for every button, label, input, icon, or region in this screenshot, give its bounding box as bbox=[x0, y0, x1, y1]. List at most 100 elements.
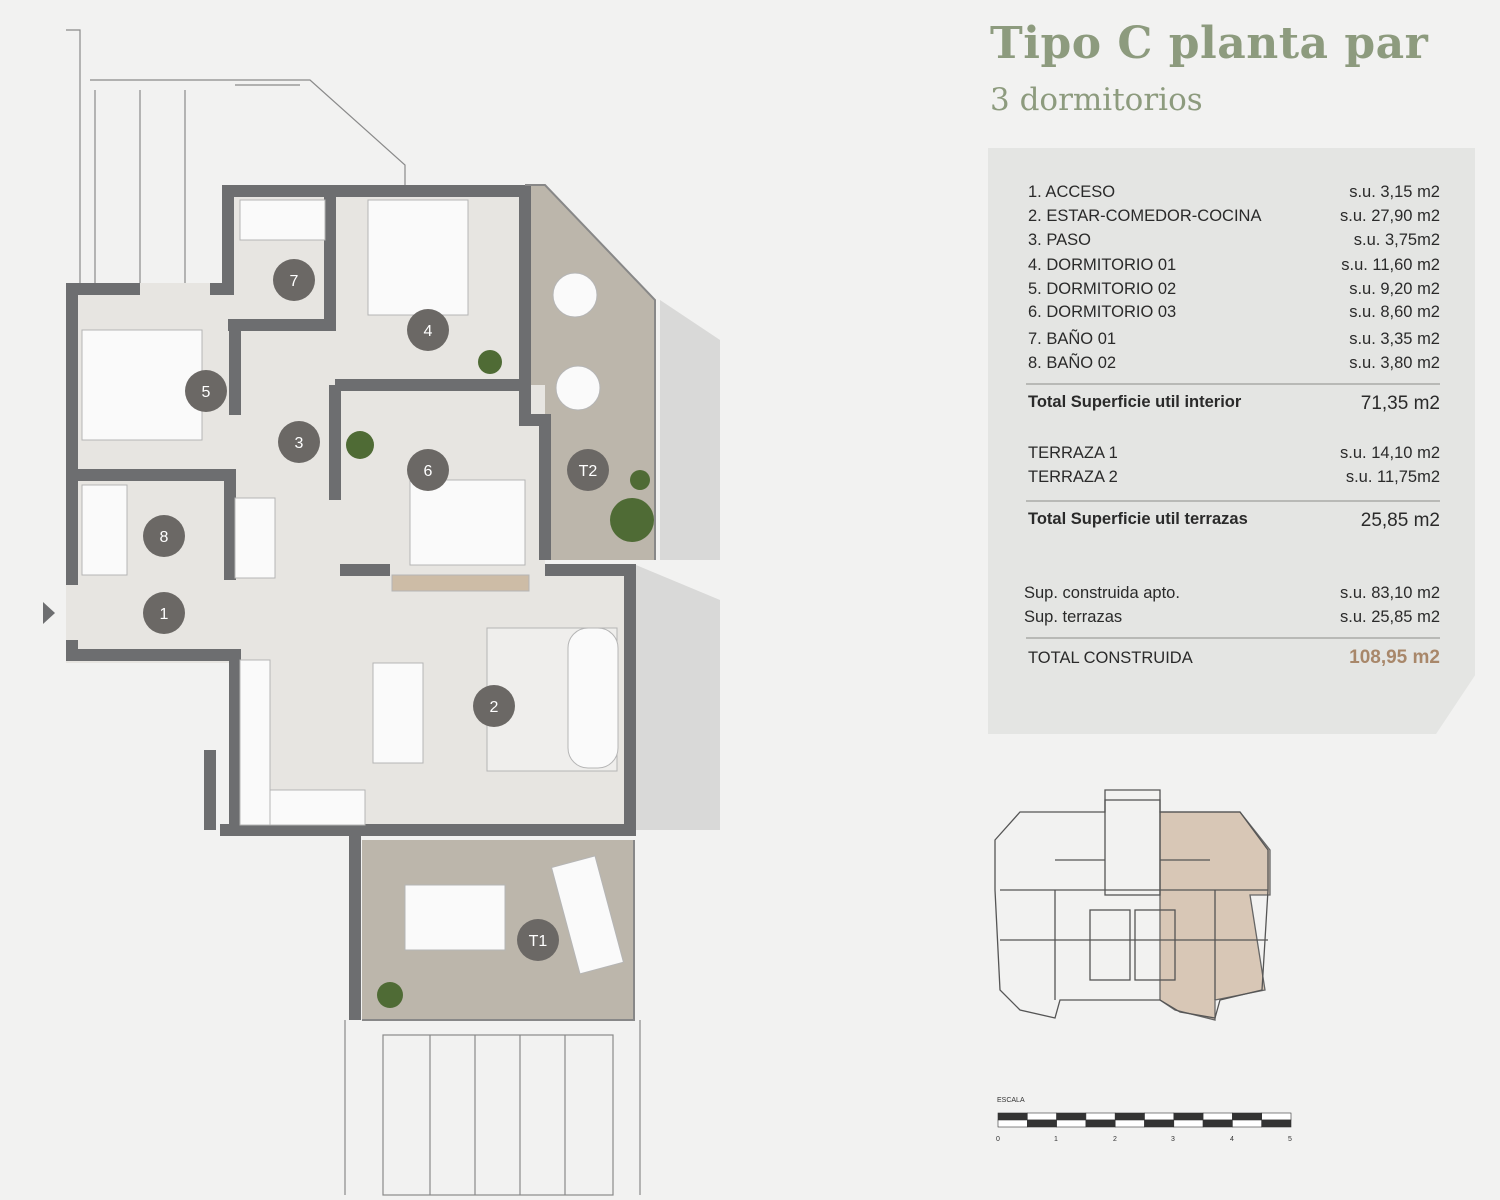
total-terraces-row: Total Superficie util terrazas 25,85 m2 bbox=[1028, 510, 1440, 532]
area-row: 8. BAÑO 02 s.u. 3,80 m2 bbox=[1028, 354, 1440, 373]
total-value: 25,85 m2 bbox=[1360, 510, 1440, 531]
room-marker-5: 5 bbox=[185, 370, 227, 412]
shadow bbox=[636, 565, 720, 830]
total-label: TOTAL CONSTRUIDA bbox=[1028, 649, 1193, 667]
area-row: 5. DORMITORIO 02 s.u. 9,20 m2 bbox=[1028, 280, 1440, 299]
scale-segment bbox=[1144, 1119, 1175, 1128]
area-label: 1. ACCESO bbox=[1028, 183, 1116, 201]
area-value: s.u. 83,10 m2 bbox=[1340, 584, 1440, 602]
scale-tick: 2 bbox=[1113, 1136, 1117, 1143]
area-value: s.u. 9,20 m2 bbox=[1349, 280, 1440, 298]
area-label: Sup. construida apto. bbox=[1024, 584, 1180, 602]
scale-segment bbox=[997, 1112, 1028, 1121]
key-plan bbox=[994, 789, 1271, 1021]
bathtub bbox=[239, 199, 326, 241]
scale-segment bbox=[1173, 1112, 1204, 1121]
svg-text:8: 8 bbox=[160, 529, 169, 546]
scale-segment bbox=[1085, 1119, 1116, 1128]
sun-lounger bbox=[550, 855, 625, 975]
total-built-row: TOTAL CONSTRUIDA 108,95 m2 bbox=[1028, 647, 1440, 669]
kitchen-counter bbox=[239, 659, 271, 826]
scale-segment bbox=[1085, 1112, 1116, 1121]
svg-text:2: 2 bbox=[490, 699, 499, 716]
scale-bar bbox=[997, 1112, 1292, 1128]
walls bbox=[66, 185, 636, 1020]
scale-tick: 1 bbox=[1054, 1136, 1058, 1143]
room-markers: 1 2 3 4 5 6 7 8T1 T2 bbox=[143, 259, 609, 961]
scale-segment bbox=[1114, 1112, 1145, 1121]
room-marker-2: 2 bbox=[473, 685, 515, 727]
svg-text:7: 7 bbox=[290, 273, 299, 290]
bed bbox=[81, 329, 203, 441]
bed bbox=[367, 199, 469, 316]
total-value: 108,95 m2 bbox=[1349, 647, 1440, 668]
chair bbox=[555, 365, 601, 411]
page-subtitle: 3 dormitorios bbox=[990, 82, 1203, 118]
svg-text:4: 4 bbox=[424, 323, 433, 340]
area-label: 3. PASO bbox=[1028, 231, 1091, 249]
scale-segment bbox=[1114, 1119, 1145, 1128]
adjacent-outline bbox=[66, 29, 641, 1196]
dining-table bbox=[372, 662, 424, 764]
area-value: s.u. 25,85 m2 bbox=[1340, 608, 1440, 626]
svg-text:T2: T2 bbox=[579, 463, 598, 480]
total-label: Total Superficie util terrazas bbox=[1028, 510, 1248, 528]
total-value: 71,35 m2 bbox=[1360, 393, 1440, 414]
area-value: s.u. 11,60 m2 bbox=[1341, 256, 1440, 274]
area-label: TERRAZA 1 bbox=[1028, 444, 1118, 462]
area-value: s.u. 3,35 m2 bbox=[1349, 330, 1440, 348]
scale-segment bbox=[1173, 1119, 1204, 1128]
scale-tick: 5 bbox=[1288, 1136, 1292, 1143]
area-value: s.u. 11,75m2 bbox=[1345, 468, 1440, 486]
area-value: s.u. 3,80 m2 bbox=[1349, 354, 1440, 372]
plants bbox=[346, 350, 654, 1008]
scale-tick: 3 bbox=[1171, 1136, 1175, 1143]
scale-label: ESCALA bbox=[997, 1097, 1025, 1104]
svg-text:6: 6 bbox=[424, 463, 433, 480]
scale-segment bbox=[1056, 1119, 1087, 1128]
shower bbox=[81, 484, 128, 576]
area-label: 8. BAÑO 02 bbox=[1028, 354, 1117, 372]
divider bbox=[1026, 500, 1440, 502]
scale-segment bbox=[997, 1119, 1028, 1128]
total-label: Total Superficie util interior bbox=[1028, 393, 1242, 411]
room-marker-t1: T1 bbox=[517, 919, 559, 961]
scale-segment bbox=[1232, 1112, 1263, 1121]
scale-segment bbox=[1144, 1112, 1175, 1121]
area-value: s.u. 27,90 m2 bbox=[1340, 207, 1440, 225]
area-label: 5. DORMITORIO 02 bbox=[1028, 280, 1177, 298]
area-label: Sup. terrazas bbox=[1024, 608, 1123, 626]
scale-tick: 4 bbox=[1230, 1136, 1234, 1143]
built-row: Sup. construida apto. s.u. 83,10 m2 bbox=[1024, 584, 1440, 603]
page-title: Tipo C planta par bbox=[990, 18, 1429, 69]
area-value: s.u. 14,10 m2 bbox=[1340, 444, 1440, 462]
svg-text:5: 5 bbox=[202, 384, 211, 401]
room-marker-7: 7 bbox=[273, 259, 315, 301]
scale-segment bbox=[1261, 1119, 1292, 1128]
chair bbox=[552, 272, 598, 318]
svg-text:1: 1 bbox=[160, 606, 169, 623]
scale-segment bbox=[1232, 1119, 1263, 1128]
sofa bbox=[567, 627, 619, 769]
divider bbox=[1026, 383, 1440, 385]
room-marker-8: 8 bbox=[143, 515, 185, 557]
scale-segment bbox=[1202, 1112, 1233, 1121]
room-marker-6: 6 bbox=[407, 449, 449, 491]
terrace-row: TERRAZA 1 s.u. 14,10 m2 bbox=[1028, 444, 1440, 463]
shelf bbox=[391, 574, 530, 592]
scale-segment bbox=[1027, 1119, 1057, 1128]
scale-tick: 0 bbox=[996, 1136, 1000, 1143]
area-label: 6. DORMITORIO 03 bbox=[1028, 303, 1177, 321]
terrace-table bbox=[404, 884, 506, 951]
kitchen-counter bbox=[269, 789, 366, 826]
room-marker-3: 3 bbox=[278, 421, 320, 463]
svg-text:3: 3 bbox=[295, 435, 304, 452]
